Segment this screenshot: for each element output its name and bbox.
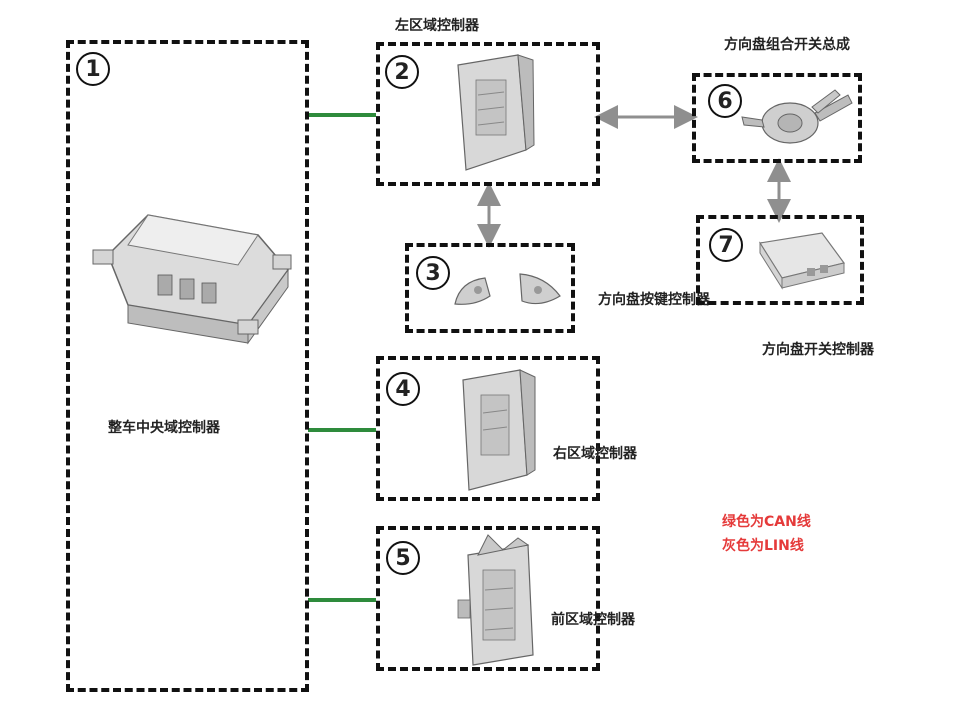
central-controller-icon	[92, 214, 292, 345]
steering-button-controller-icon	[454, 273, 561, 305]
legend-lin: 灰色为LIN线	[722, 538, 804, 554]
node-box-1	[66, 40, 309, 692]
node-label-5: 前区域控制器	[551, 612, 635, 628]
front-zone-controller-icon	[457, 534, 534, 666]
node-label-4: 右区域控制器	[553, 446, 637, 462]
node-label-2: 左区域控制器	[395, 18, 479, 34]
node-label-6: 方向盘组合开关总成	[724, 37, 850, 53]
legend-can: 绿色为CAN线	[722, 514, 811, 530]
right-zone-controller-icon	[462, 369, 536, 491]
combination-switch-icon	[741, 89, 853, 144]
left-zone-controller-icon	[457, 54, 535, 171]
node-box-7	[696, 215, 864, 305]
node-number-5: 5	[386, 541, 420, 575]
node-number-7: 7	[709, 228, 743, 262]
node-label-7: 方向盘开关控制器	[762, 342, 874, 358]
node-number-3: 3	[416, 256, 450, 290]
node-label-3: 方向盘按键控制器	[598, 292, 710, 308]
legend: 绿色为CAN线 灰色为LIN线	[722, 510, 811, 558]
node-label-1: 整车中央域控制器	[108, 420, 220, 436]
node-box-2	[376, 42, 600, 186]
switch-controller-icon	[759, 232, 846, 290]
node-box-6	[692, 73, 862, 163]
node-box-3	[405, 243, 575, 333]
node-number-6: 6	[708, 84, 742, 118]
node-number-2: 2	[385, 55, 419, 89]
node-number-1: 1	[76, 52, 110, 86]
node-box-4	[376, 356, 600, 501]
node-number-4: 4	[386, 372, 420, 406]
node-box-5	[376, 526, 600, 671]
